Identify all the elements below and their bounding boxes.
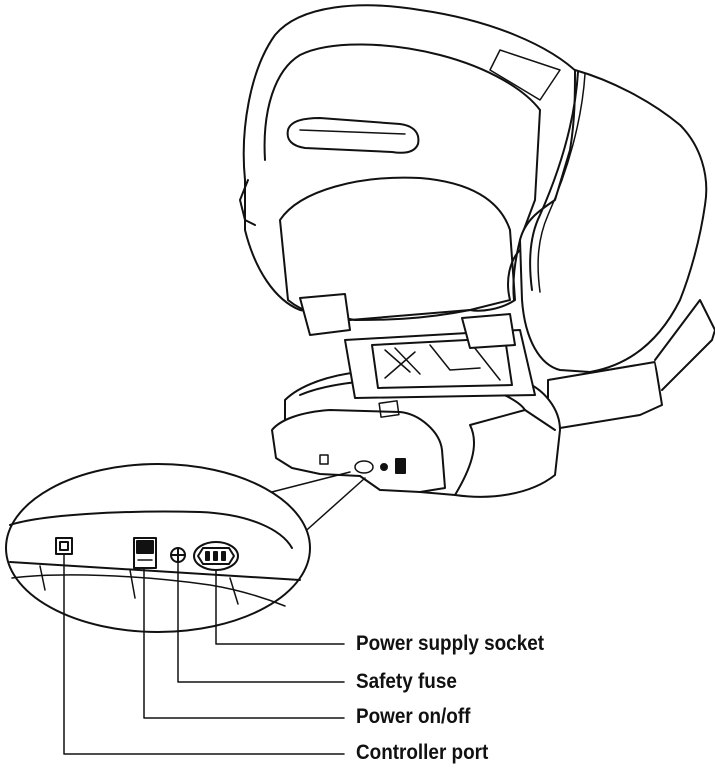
chair-rear-panel <box>271 409 446 493</box>
massage-chair-illustration <box>239 4 715 498</box>
chair-panel-socket-small <box>354 460 374 474</box>
chair-panel-port-small <box>319 454 329 465</box>
leader-power-supply <box>215 569 345 645</box>
chair-side-hood-seam2 <box>537 73 586 293</box>
label-power-supply-socket: Power supply socket <box>356 632 545 655</box>
chair-bracket-details <box>384 341 501 381</box>
detail-panel-ribs <box>39 565 239 605</box>
chair-handle-inner <box>299 129 406 135</box>
chair-side-hood <box>519 69 708 373</box>
leader-power-switch <box>143 567 345 719</box>
chair-side-hood-seam <box>529 71 579 291</box>
label-safety-fuse: Safety fuse <box>356 670 457 693</box>
chair-side-window <box>489 49 561 101</box>
magnified-detail-view <box>5 463 311 633</box>
chair-side-base <box>547 361 663 431</box>
magnifier-circle <box>5 463 311 633</box>
detail-panel-bottom-edge <box>9 561 301 581</box>
fuse-screw-icon <box>170 547 186 563</box>
chair-seat-logo <box>378 400 400 418</box>
chair-side-bolster-left <box>239 179 256 226</box>
chair-handle-slot <box>286 117 420 154</box>
chair-back-bracket-inner <box>371 337 513 389</box>
iec-socket-icon <box>193 541 239 571</box>
chair-panel-switch-small <box>395 458 406 474</box>
label-power-on-off: Power on/off <box>356 705 471 728</box>
detail-panel-lower-edge <box>11 574 286 607</box>
label-controller-port: Controller port <box>356 741 489 764</box>
chair-seat-right-face <box>454 409 556 496</box>
callout-leaders <box>63 553 345 755</box>
rocker-switch-icon <box>133 537 157 569</box>
chair-panel-fuse-small <box>380 463 388 471</box>
chair-back-flap-right <box>461 313 516 349</box>
chair-side-base-top <box>654 299 715 391</box>
leader-safety-fuse <box>177 561 345 683</box>
chair-back-flap-left <box>299 293 351 336</box>
detail-panel-top-edge <box>9 510 293 549</box>
leader-controller-port <box>63 553 345 755</box>
